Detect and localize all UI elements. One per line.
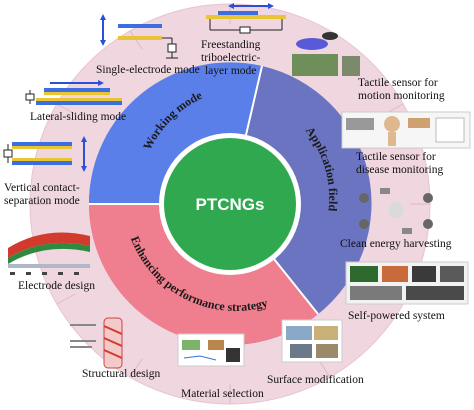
structural-design-illustration	[70, 317, 123, 369]
center-title: PTCNGs	[196, 195, 265, 214]
material-selection-illustration	[177, 333, 245, 367]
surface-modification-illustration	[281, 319, 343, 363]
label-tactile-motion-line2: motion monitoring	[358, 90, 445, 102]
segment-application-field	[230, 66, 372, 314]
label-tactile-disease-line2: disease monitoring	[356, 164, 444, 176]
label-tactile-motion-line1: Tactile sensor for	[358, 77, 438, 89]
self-powered-illustration	[345, 261, 469, 305]
label-surface-modification: Surface modification	[267, 374, 364, 386]
label-freestanding-line1: Freestanding	[201, 39, 261, 51]
label-tactile-disease-line1: Tactile sensor for	[356, 151, 436, 163]
single-electrode-illustration	[100, 14, 178, 59]
label-single-electrode: Single-electrode mode	[96, 64, 200, 76]
label-freestanding-line3: layer mode	[204, 65, 257, 77]
freestanding-mode-illustration	[206, 3, 286, 34]
tactile-motion-illustration	[292, 32, 360, 76]
label-freestanding-mode: Freestanding triboelectric- layer mode	[201, 39, 260, 78]
label-structural-design: Structural design	[82, 368, 161, 380]
vertical-contact-illustration	[3, 136, 87, 172]
electrode-design-illustration	[8, 232, 90, 275]
label-material-selection: Material selection	[181, 388, 264, 400]
label-self-powered: Self-powered system	[348, 310, 445, 322]
clean-energy-illustration	[359, 188, 433, 234]
label-clean-energy: Clean energy harvesting	[340, 238, 452, 250]
label-vertical-contact: Vertical contact- separation mode	[4, 182, 80, 208]
tactile-disease-illustration	[341, 111, 471, 149]
segment-enhancing-strategy	[89, 204, 318, 345]
label-vertical-line2: separation mode	[4, 195, 80, 207]
label-tactile-motion: Tactile sensor for motion monitoring	[358, 77, 445, 103]
label-vertical-line1: Vertical contact-	[4, 182, 80, 194]
label-freestanding-line2: triboelectric-	[201, 52, 261, 64]
center-circle	[164, 138, 296, 270]
label-electrode-design: Electrode design	[18, 280, 95, 292]
lateral-sliding-illustration	[25, 80, 122, 105]
label-tactile-disease: Tactile sensor for disease monitoring	[356, 151, 443, 177]
outer-ring-ticks	[30, 4, 430, 404]
label-lateral-sliding: Lateral-sliding mode	[30, 111, 127, 123]
